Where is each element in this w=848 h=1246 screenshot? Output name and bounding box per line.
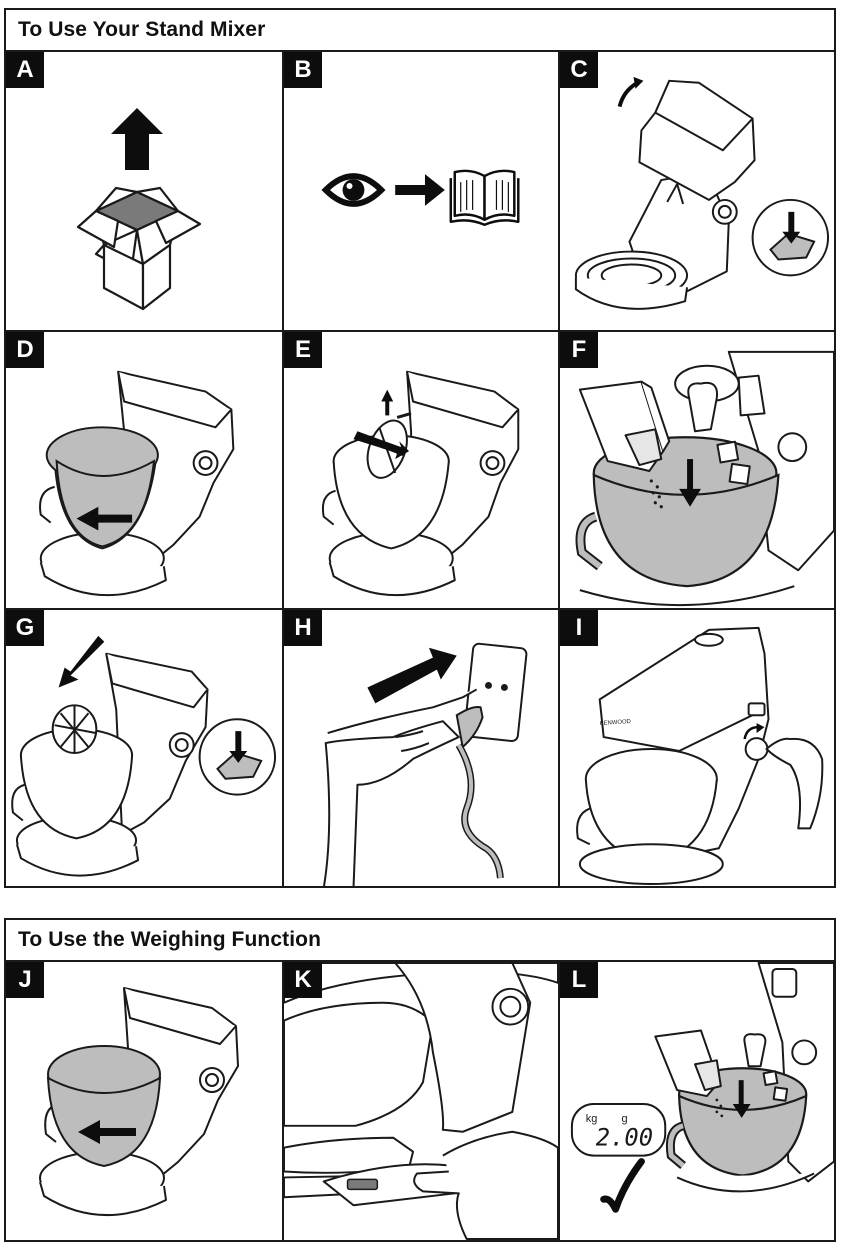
- unit-g-label: g: [622, 1113, 628, 1125]
- step-letter: J: [6, 962, 44, 998]
- section-header: To Use Your Stand Mixer: [6, 10, 834, 52]
- step-panel-h: H: [282, 608, 558, 886]
- step-letter: K: [284, 962, 322, 998]
- step-panel-d: D: [6, 330, 282, 608]
- book-icon: [449, 169, 520, 226]
- add-ingredients-illustration: [560, 332, 834, 608]
- step-panel-a: A: [6, 52, 282, 330]
- step-letter: D: [6, 332, 44, 368]
- step-letter: A: [6, 52, 44, 88]
- scale-display: kg g 2.00: [570, 1102, 667, 1157]
- weight-readout: 2.00: [596, 1124, 653, 1152]
- step-panel-f: F: [558, 330, 834, 608]
- step-panel-k: K: [282, 962, 558, 1240]
- arrow-right-icon: [395, 174, 445, 206]
- step-letter: I: [560, 610, 598, 646]
- fit-bowl-illustration: [6, 332, 282, 608]
- box-lift-illustration: [6, 52, 282, 330]
- step-panel-g: G: [6, 608, 282, 886]
- weigh-ingredients-illustration: kg g 2.00: [560, 962, 834, 1240]
- step-panel-e: E: [282, 330, 558, 608]
- step-letter: C: [560, 52, 598, 88]
- section-header: To Use the Weighing Function: [6, 920, 834, 962]
- step-letter: G: [6, 610, 44, 646]
- step-panel-i: I KENWOOD: [558, 608, 834, 886]
- step-panel-c: C: [558, 52, 834, 330]
- section-title: To Use the Weighing Function: [18, 928, 322, 951]
- step-letter: L: [560, 962, 598, 998]
- step-panel-l: L: [558, 962, 834, 1240]
- unit-kg-label: kg: [586, 1113, 598, 1125]
- raise-head-illustration: [560, 52, 834, 330]
- brand-mark: KENWOOD: [599, 719, 631, 727]
- step-letter: B: [284, 52, 322, 88]
- fit-bowl-illustration: [6, 962, 282, 1240]
- step-panel-j: J: [6, 962, 282, 1240]
- steps-grid: J: [6, 962, 834, 1240]
- eye-icon: [321, 173, 386, 207]
- lever-inset: [751, 198, 830, 277]
- step-panel-b: B: [282, 52, 558, 330]
- weighing-section: To Use the Weighing Function J: [4, 918, 836, 1242]
- read-manual-illustration: [284, 52, 558, 330]
- fit-tool-illustration: [284, 332, 558, 608]
- step-letter: E: [284, 332, 322, 368]
- plug-in-illustration: [284, 610, 558, 886]
- step-letter: F: [560, 332, 598, 368]
- press-scale-button-illustration: [284, 962, 558, 1240]
- lever-inset: [198, 718, 277, 796]
- steps-grid: A: [6, 52, 834, 886]
- section-title: To Use Your Stand Mixer: [18, 18, 266, 41]
- step-letter: H: [284, 610, 322, 646]
- lower-head-illustration: [6, 610, 282, 886]
- checkmark-icon: [600, 1158, 645, 1213]
- stand-mixer-section: To Use Your Stand Mixer A: [4, 8, 836, 888]
- speed-control-illustration: KENWOOD: [560, 610, 834, 886]
